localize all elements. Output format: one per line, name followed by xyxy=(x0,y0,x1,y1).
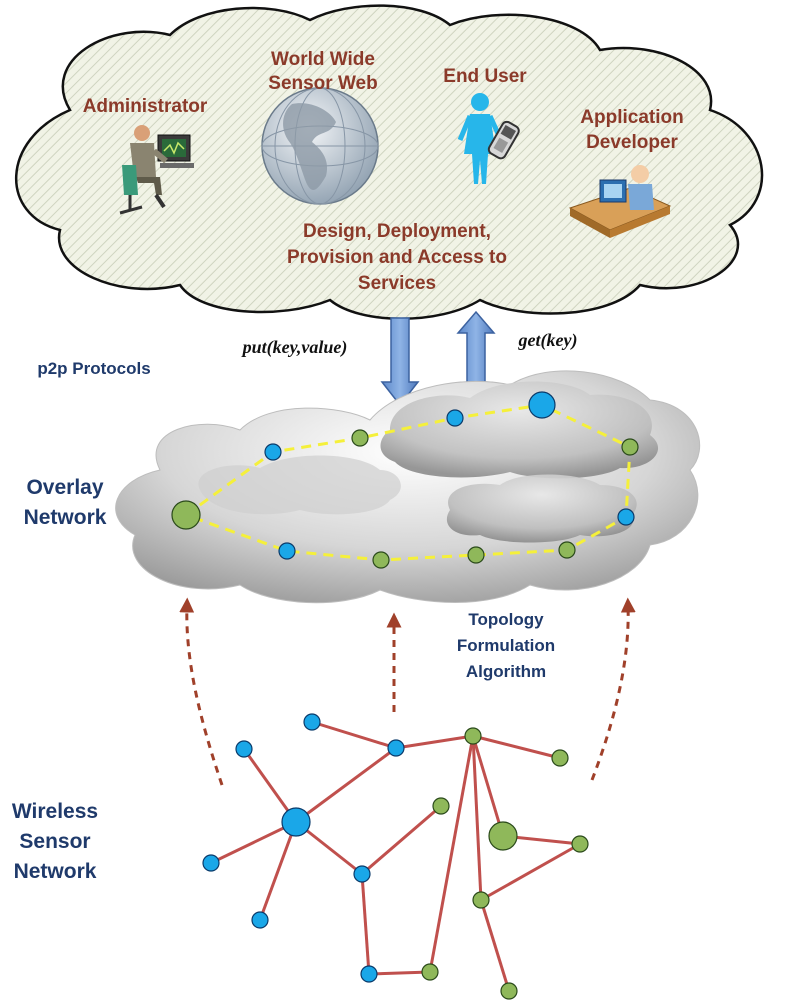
wsw-label-line1: World Wide xyxy=(271,49,375,70)
get-operation-label: get(key) xyxy=(518,330,578,351)
end-user-icon xyxy=(457,93,503,184)
wsn-node xyxy=(472,891,490,909)
end-user-label: End User xyxy=(443,66,527,87)
topology-label-line3: Algorithm xyxy=(466,662,546,681)
overlay-node xyxy=(372,551,390,569)
overlay-node xyxy=(621,438,639,456)
wsn-node xyxy=(432,797,450,815)
services-label-line3: Services xyxy=(358,273,436,294)
overlay-node xyxy=(278,542,296,560)
overlay-node xyxy=(617,508,635,526)
wsn-node xyxy=(251,911,269,929)
overlay-node xyxy=(171,500,201,530)
application-developer-icon xyxy=(568,165,672,238)
mobile-phone-icon xyxy=(487,120,520,160)
appdev-label-line2: Developer xyxy=(586,132,678,153)
administrator-label: Administrator xyxy=(83,96,208,117)
wsn-node xyxy=(421,963,439,981)
overlay-node xyxy=(351,429,369,447)
services-label-line2: Provision and Access to xyxy=(287,247,507,268)
overlay-node xyxy=(446,409,464,427)
overlay-label-line1: Overlay xyxy=(26,476,103,499)
wsn-node xyxy=(551,749,569,767)
put-operation-label: put(key,value) xyxy=(241,337,348,358)
wsn-node xyxy=(303,713,321,731)
services-cloud xyxy=(14,4,764,320)
wsn-edges xyxy=(210,720,581,992)
dashed-arrow-left xyxy=(179,597,224,786)
wsn-node xyxy=(464,727,482,745)
wsn-label-line2: Sensor xyxy=(19,830,90,853)
overlay-cloud xyxy=(115,370,701,604)
wsn-node xyxy=(202,854,220,872)
topology-label-line2: Formulation xyxy=(457,636,555,655)
wsn-node xyxy=(488,821,518,851)
services-label-line1: Design, Deployment, xyxy=(303,221,491,242)
wsn-nodes xyxy=(202,713,589,1000)
topology-label-line1: Topology xyxy=(468,610,544,629)
p2p-protocols-label: p2p Protocols xyxy=(37,359,150,378)
administrator-icon xyxy=(119,125,194,215)
wsn-node xyxy=(281,807,311,837)
appdev-label-line1: Application xyxy=(580,107,683,128)
wsn-node xyxy=(353,865,371,883)
overlay-ring xyxy=(182,403,632,562)
wsn-node xyxy=(571,835,589,853)
overlay-node xyxy=(528,391,556,419)
overlay-node xyxy=(467,546,485,564)
overlay-nodes xyxy=(171,391,639,569)
overlay-label-line2: Network xyxy=(24,506,107,529)
globe-icon xyxy=(261,87,379,205)
overlay-node xyxy=(264,443,282,461)
wsn-label-line3: Network xyxy=(14,860,97,883)
wsn-node xyxy=(360,965,378,983)
wsn-label-line1: Wireless xyxy=(12,800,98,823)
wsn-node xyxy=(235,740,253,758)
dashed-arrow-right xyxy=(590,597,636,781)
wsn-node xyxy=(500,982,518,1000)
wsw-label-line2: Sensor Web xyxy=(268,73,377,94)
wsn-node xyxy=(387,739,405,757)
overlay-node xyxy=(558,541,576,559)
